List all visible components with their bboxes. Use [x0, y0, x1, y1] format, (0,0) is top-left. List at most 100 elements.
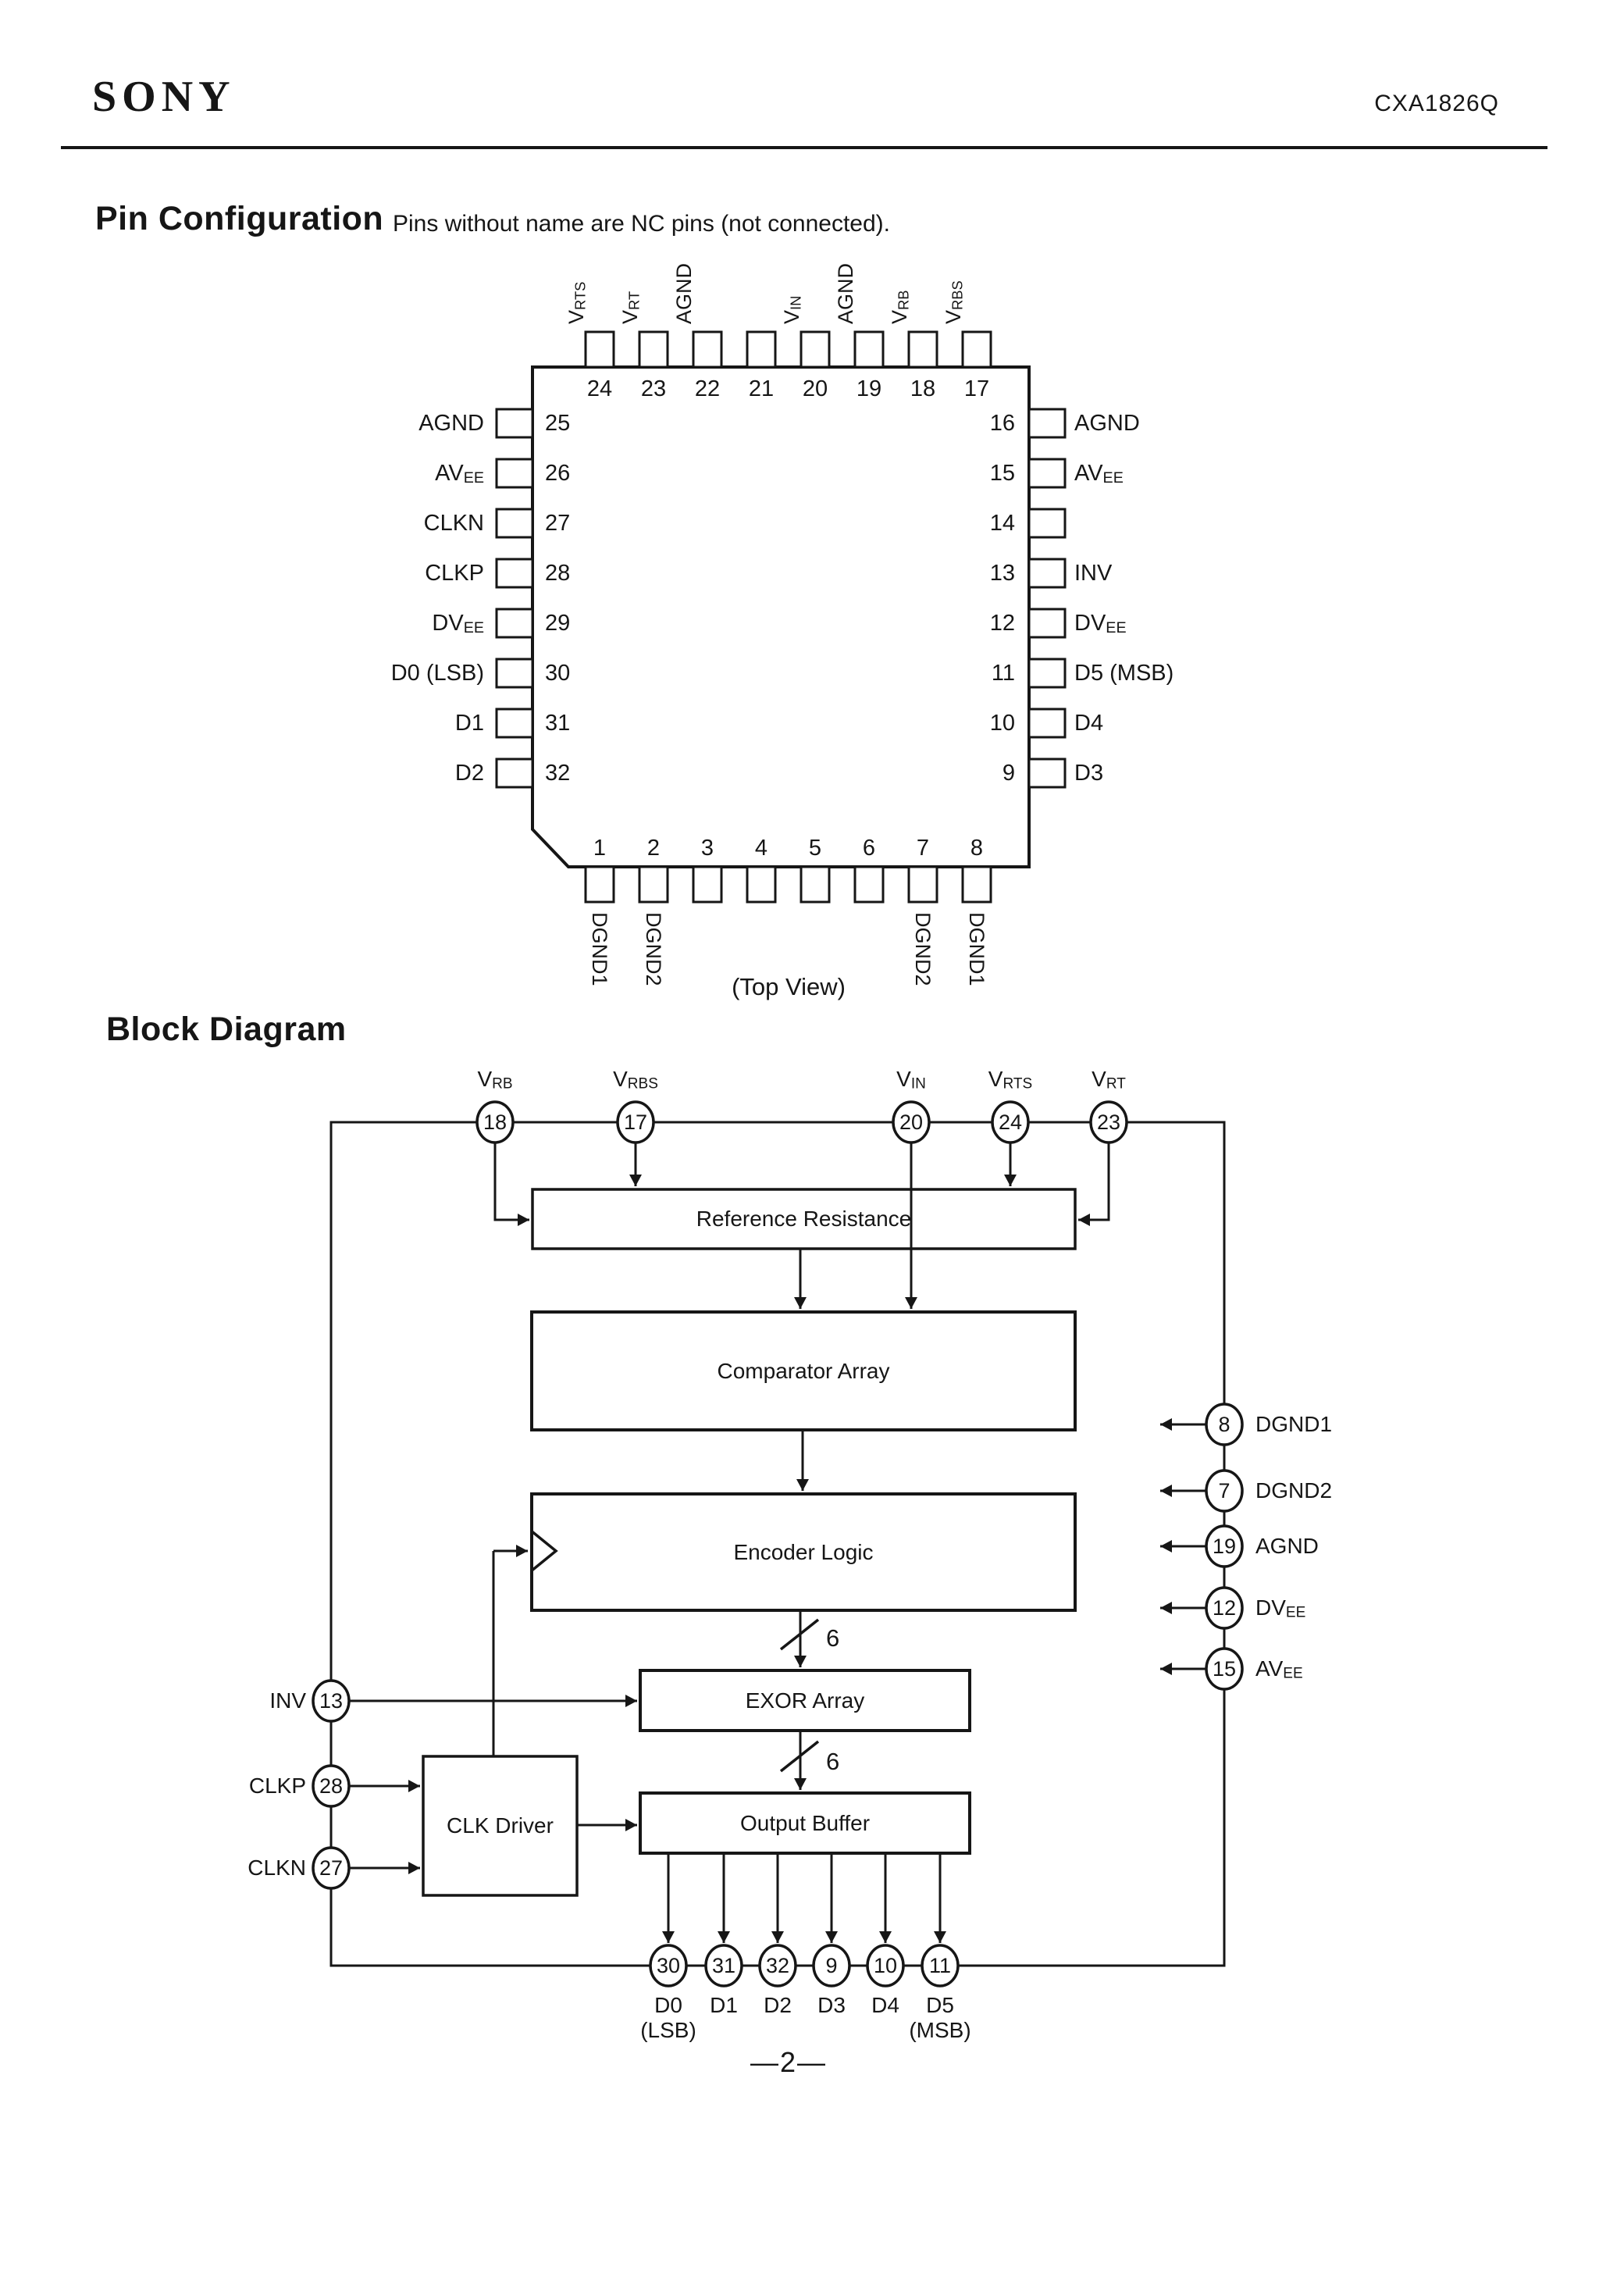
ic-package-outline — [495, 330, 1067, 904]
terminal-pin-number: 11 — [928, 1954, 952, 1977]
terminal-pin-number: 13 — [319, 1689, 344, 1713]
pin-number: 22 — [694, 376, 721, 401]
page-number: —2— — [750, 2046, 828, 2078]
terminal-label: VRB — [477, 1067, 513, 1093]
terminal-label: D3 — [817, 1993, 846, 2017]
pin-number: 8 — [970, 836, 984, 861]
pin-number: 3 — [700, 836, 714, 861]
pin-number: 29 — [545, 611, 571, 636]
pin-label: VRBS — [942, 280, 966, 324]
comparator-array-label: Comparator Array — [717, 1358, 890, 1383]
pin-number: 24 — [586, 376, 613, 401]
terminal-label: CLKP — [248, 1774, 306, 1798]
pin-number: 13 — [989, 561, 1015, 586]
reference-resistance-box — [531, 1188, 1077, 1250]
pin-label: D2 — [454, 761, 484, 786]
terminal-label: VIN — [896, 1067, 926, 1093]
pin-number: 28 — [545, 561, 571, 586]
pin-label: VRT — [618, 291, 643, 324]
terminal-label: D2 — [764, 1993, 792, 2017]
terminal-pin-number: 12 — [1212, 1596, 1237, 1620]
pin-number: 21 — [748, 376, 775, 401]
terminal-pin-number: 31 — [711, 1954, 736, 1977]
pin-number: 27 — [545, 511, 571, 536]
pin-label: VRB — [888, 290, 912, 324]
pin-number: 7 — [916, 836, 930, 861]
pin-number: 10 — [989, 711, 1015, 736]
pin-label: DGND2 — [642, 912, 665, 986]
terminal-pin-number: 30 — [656, 1954, 681, 1977]
pin-label: D4 — [1074, 711, 1104, 736]
terminal-label: AVEE — [1255, 1656, 1303, 1682]
exor-array-box — [639, 1669, 971, 1732]
pin-config-title: Pin Configuration — [95, 200, 384, 237]
terminal-pin-number: 32 — [765, 1954, 790, 1977]
exor-array-label: EXOR Array — [745, 1688, 865, 1713]
terminal-pin-number: 20 — [899, 1110, 924, 1134]
terminal-pin-number: 8 — [1218, 1413, 1230, 1436]
terminal-label: VRBS — [613, 1067, 658, 1093]
terminal-label: AGND — [1255, 1534, 1319, 1558]
terminal-pin-number: 19 — [1212, 1535, 1237, 1558]
pin-number: 11 — [991, 661, 1015, 686]
terminal-note: (MSB) — [909, 2018, 971, 2042]
pin-label: DGND1 — [588, 912, 611, 986]
pin-number: 20 — [802, 376, 828, 401]
terminal-pin-number: 27 — [319, 1856, 344, 1880]
terminal-pin-number: 15 — [1212, 1657, 1237, 1681]
pin-label: VIN — [780, 295, 804, 324]
pin-number: 5 — [808, 836, 822, 861]
terminal-pin-number: 24 — [998, 1110, 1023, 1134]
pin-number: 9 — [1002, 761, 1015, 786]
terminal-pin-number: 10 — [873, 1954, 898, 1977]
terminal-circles — [312, 1100, 1244, 1987]
doc-number: CXA1826Q — [1374, 91, 1499, 116]
sony-logo: SONY — [92, 73, 236, 121]
pin-label: AGND — [834, 262, 857, 324]
terminal-note: (LSB) — [640, 2018, 696, 2042]
pin-label: INV — [1074, 561, 1113, 586]
terminal-label: DGND2 — [1255, 1478, 1333, 1503]
pin-number: 16 — [989, 411, 1015, 436]
top-view-label: (Top View) — [732, 973, 846, 1000]
output-buffer-box — [639, 1791, 971, 1855]
pin-number: 18 — [910, 376, 936, 401]
bus-width-label: 6 — [826, 1624, 840, 1652]
terminal-label: D4 — [871, 1993, 899, 2017]
terminal-pin-number: 7 — [1218, 1479, 1230, 1503]
pin-number: 31 — [545, 711, 571, 736]
clk-driver-box — [422, 1755, 579, 1897]
pin-number: 6 — [862, 836, 876, 861]
comparator-array-box — [530, 1310, 1077, 1431]
pin-number: 19 — [856, 376, 882, 401]
pin-label: D0 (LSB) — [390, 661, 484, 686]
pin-label: DVEE — [1074, 611, 1127, 636]
terminal-label: D5 — [926, 1993, 954, 2017]
terminal-label: D1 — [710, 1993, 738, 2017]
pin-number: 26 — [545, 461, 571, 486]
top-pin-boxes — [584, 330, 992, 369]
pin-number: 14 — [989, 511, 1015, 536]
output-buffer-label: Output Buffer — [739, 1810, 871, 1835]
pin-label: VRTS — [564, 281, 589, 324]
pin-label: AVEE — [1074, 461, 1124, 487]
pin-label: D5 (MSB) — [1074, 661, 1174, 686]
pin-label: D1 — [454, 711, 484, 736]
terminal-label: DVEE — [1255, 1595, 1306, 1621]
terminal-pin-number: 17 — [623, 1110, 648, 1134]
terminal-pin-number: 9 — [825, 1954, 838, 1977]
pin-label: CLKN — [423, 511, 484, 536]
pin-label: AGND — [1074, 411, 1140, 436]
encoder-logic-label: Encoder Logic — [733, 1539, 874, 1564]
terminal-label: VRTS — [988, 1067, 1033, 1093]
pin-label: DGND1 — [965, 912, 988, 986]
pin-number: 12 — [989, 611, 1015, 636]
bottom-pin-boxes — [584, 865, 992, 904]
bus-width-label: 6 — [826, 1748, 840, 1775]
encoder-logic-box — [530, 1492, 1077, 1612]
block-diagram-title: Block Diagram — [106, 1011, 347, 1048]
left-pin-boxes — [495, 408, 534, 789]
terminal-label: CLKN — [248, 1856, 306, 1880]
pin-number: 23 — [640, 376, 667, 401]
